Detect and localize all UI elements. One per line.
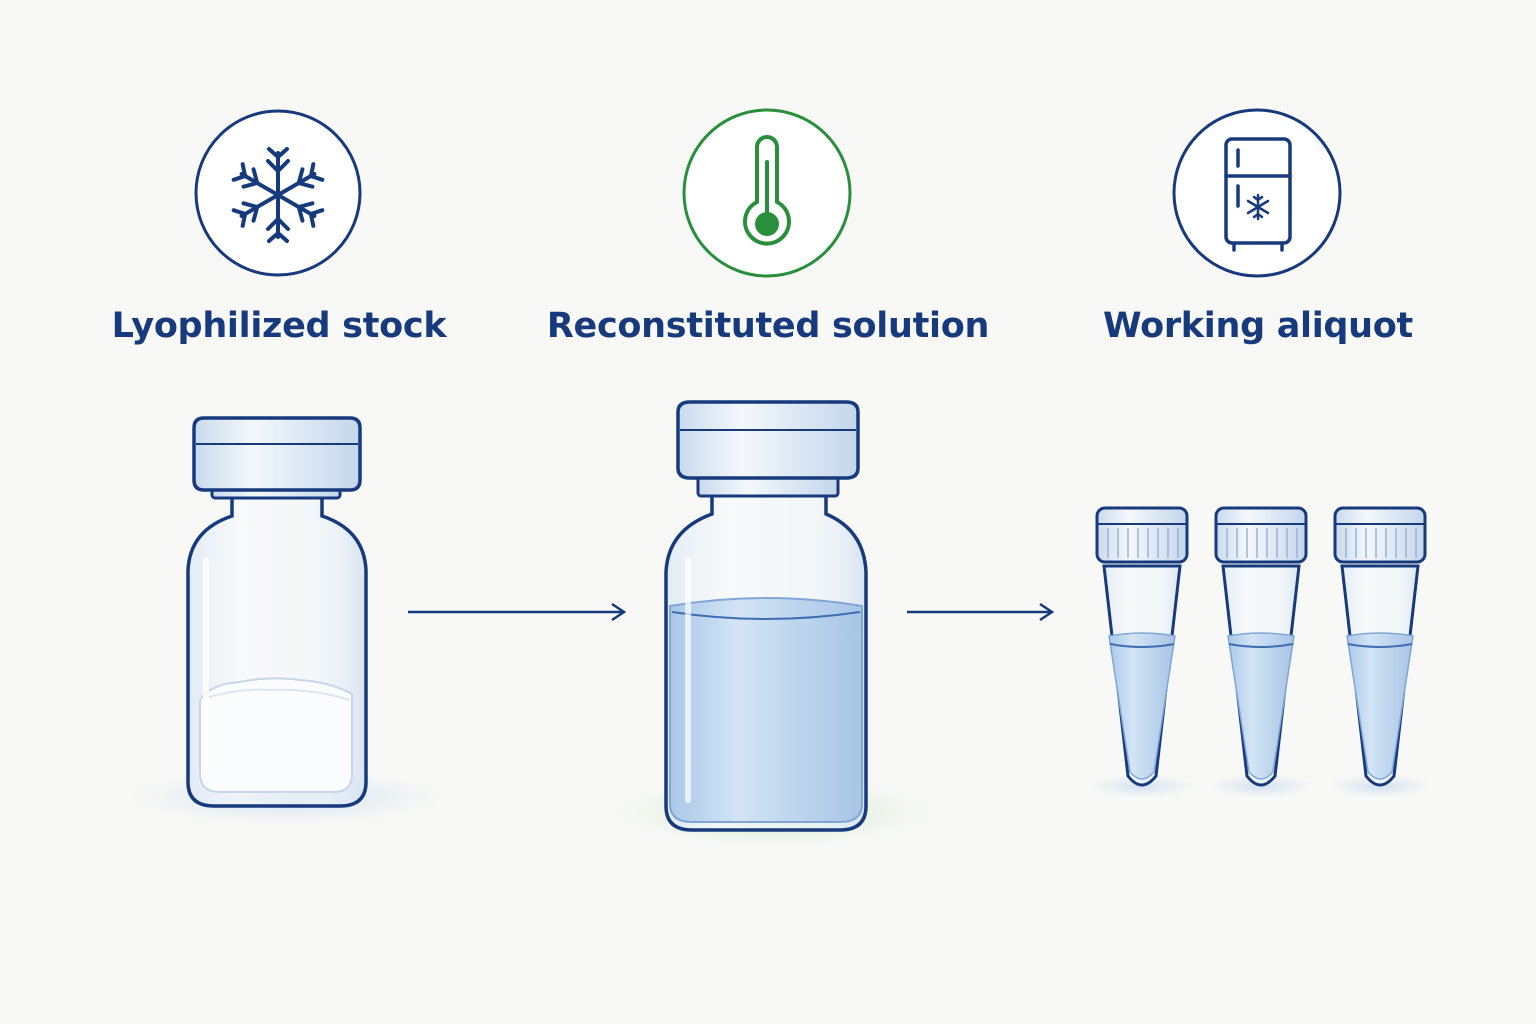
tube-aliquot-3	[1328, 506, 1432, 798]
icon-circle-reconstituted	[682, 108, 852, 278]
lyophilized-powder	[199, 677, 353, 793]
snowflake-icon	[231, 147, 325, 243]
tube-aliquot-2	[1209, 506, 1313, 798]
icon-circle-lyophilized	[194, 109, 362, 277]
vial-reconstituted	[616, 400, 932, 848]
arrow-right-2	[907, 602, 1055, 622]
stage-label-lyophilized: Lyophilized stock	[111, 306, 447, 346]
thermometer-icon	[743, 135, 791, 246]
vial-lyophilized	[131, 416, 441, 825]
stage-label-working: Working aliquot	[1103, 306, 1413, 346]
freezer-icon	[1224, 137, 1292, 252]
reconstituted-liquid	[669, 597, 863, 823]
tube-aliquot-1	[1090, 506, 1194, 798]
stage-label-reconstituted: Reconstituted solution	[546, 306, 990, 346]
icon-circle-working	[1172, 108, 1342, 278]
arrow-right-1	[408, 602, 627, 622]
